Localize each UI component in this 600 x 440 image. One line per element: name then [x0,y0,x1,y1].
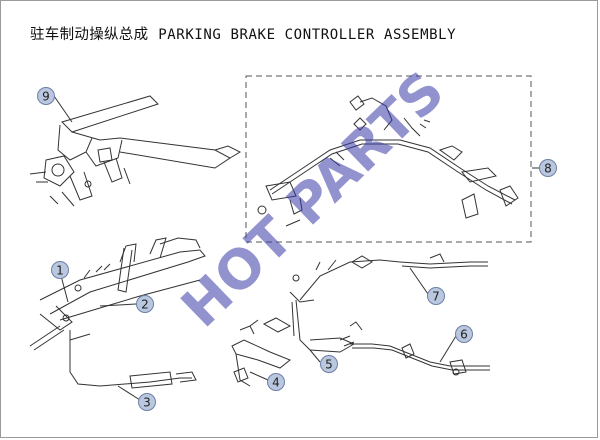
part-9-lever-assembly [29,95,242,207]
callout-6-number: 6 [460,328,468,342]
part-6-cable [349,321,490,376]
callout-5: 5 [320,355,338,373]
leader-9 [53,95,73,123]
callout-8-number: 8 [544,162,552,176]
callout-1-number: 1 [56,264,64,278]
title-chinese: 驻车制动操纵总成 [30,27,149,43]
watermark-text: HOT PARTS [169,59,456,339]
callout-4: 4 [267,373,285,391]
part-8-front-cable-assembly [257,95,519,227]
part-1-2-bracket-and-cable [29,237,206,351]
leader-7 [409,267,429,295]
part-7-cable [289,253,488,303]
callout-2: 2 [136,295,154,313]
callout-7: 7 [427,287,445,305]
title-english: PARKING BRAKE CONTROLLER ASSEMBLY [158,27,457,43]
callout-1: 1 [51,261,69,279]
callout-7-number: 7 [432,290,440,304]
callout-8: 8 [539,159,557,177]
callout-5-number: 5 [325,358,333,372]
callout-6: 6 [455,325,473,343]
assembly-8-dashed-box [245,75,532,243]
part-4-bracket [231,325,291,387]
callout-2-number: 2 [141,298,149,312]
diagram-title: 驻车制动操纵总成 PARKING BRAKE CONTROLLER ASSEMB… [30,23,456,44]
leader-3 [117,385,141,401]
callout-3-number: 3 [143,396,151,410]
callout-4-number: 4 [272,376,280,390]
leader-6 [439,335,457,363]
callout-9-number: 9 [42,90,50,104]
leader-5 [309,349,321,363]
leader-2 [99,303,137,307]
callout-3: 3 [138,393,156,411]
part-5-equalizer [249,299,356,353]
part-3-rear-cable [69,330,197,389]
callout-9: 9 [37,87,55,105]
leader-4 [249,371,269,381]
